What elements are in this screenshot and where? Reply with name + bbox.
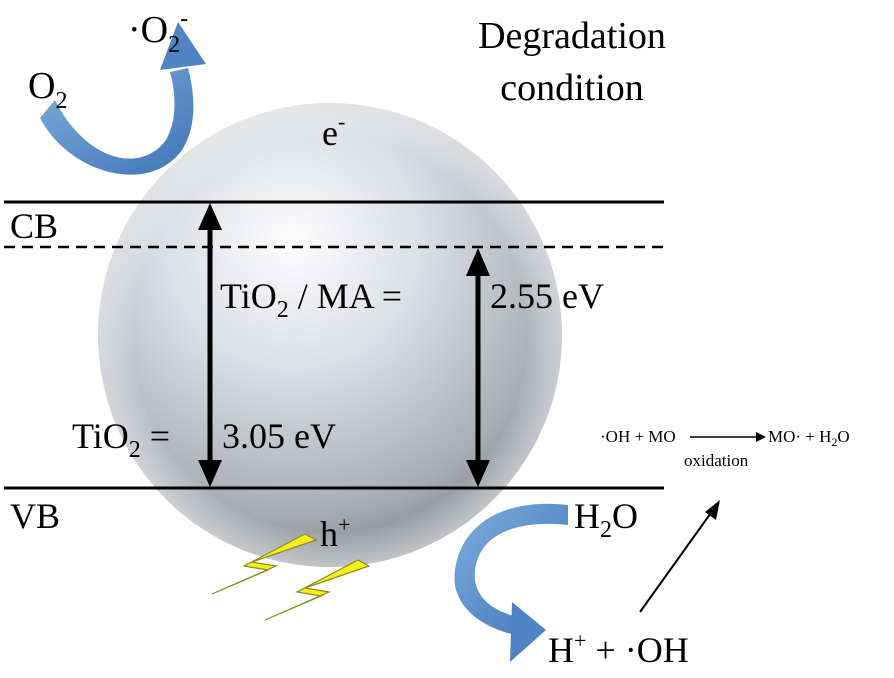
title-line-2: condition <box>500 67 644 109</box>
sphere-rim-highlight <box>98 103 562 567</box>
water-label: H2O <box>574 496 638 543</box>
superoxide-label: ·O2- <box>128 6 188 58</box>
gap-arrow-tio2-ma <box>466 248 490 487</box>
gap-arrow-tio2 <box>198 203 222 487</box>
lightning-icon <box>211 533 318 595</box>
reaction-arrow <box>690 432 766 442</box>
vb-label: VB <box>10 496 60 536</box>
cb-label: CB <box>10 206 58 246</box>
electron-label: e- <box>322 109 345 153</box>
water-oxidation-arrow <box>454 503 568 662</box>
gap-tio2-ma-label: TiO2 / MA = <box>220 276 402 323</box>
oxygen-reduction-arrow <box>40 22 206 175</box>
oxidation-pathway-arrow <box>639 500 720 613</box>
gap-tio2-label: TiO2 = <box>72 416 170 463</box>
oxygen-label: O2 <box>28 65 67 114</box>
hole-label: h+ <box>320 512 350 554</box>
gap-tio2-value: 3.05 eV <box>222 416 336 456</box>
lightning-icon <box>264 559 371 621</box>
reaction-right: MO· + H2O <box>768 427 850 449</box>
reaction-left: ·OH + MO <box>600 427 676 446</box>
gap-tio2-ma-value: 2.55 eV <box>490 276 604 316</box>
title-line-1: Degradation <box>478 15 666 57</box>
products-label: H+ + ·OH <box>548 628 689 670</box>
reaction-oxidation-label: oxidation <box>684 451 749 470</box>
